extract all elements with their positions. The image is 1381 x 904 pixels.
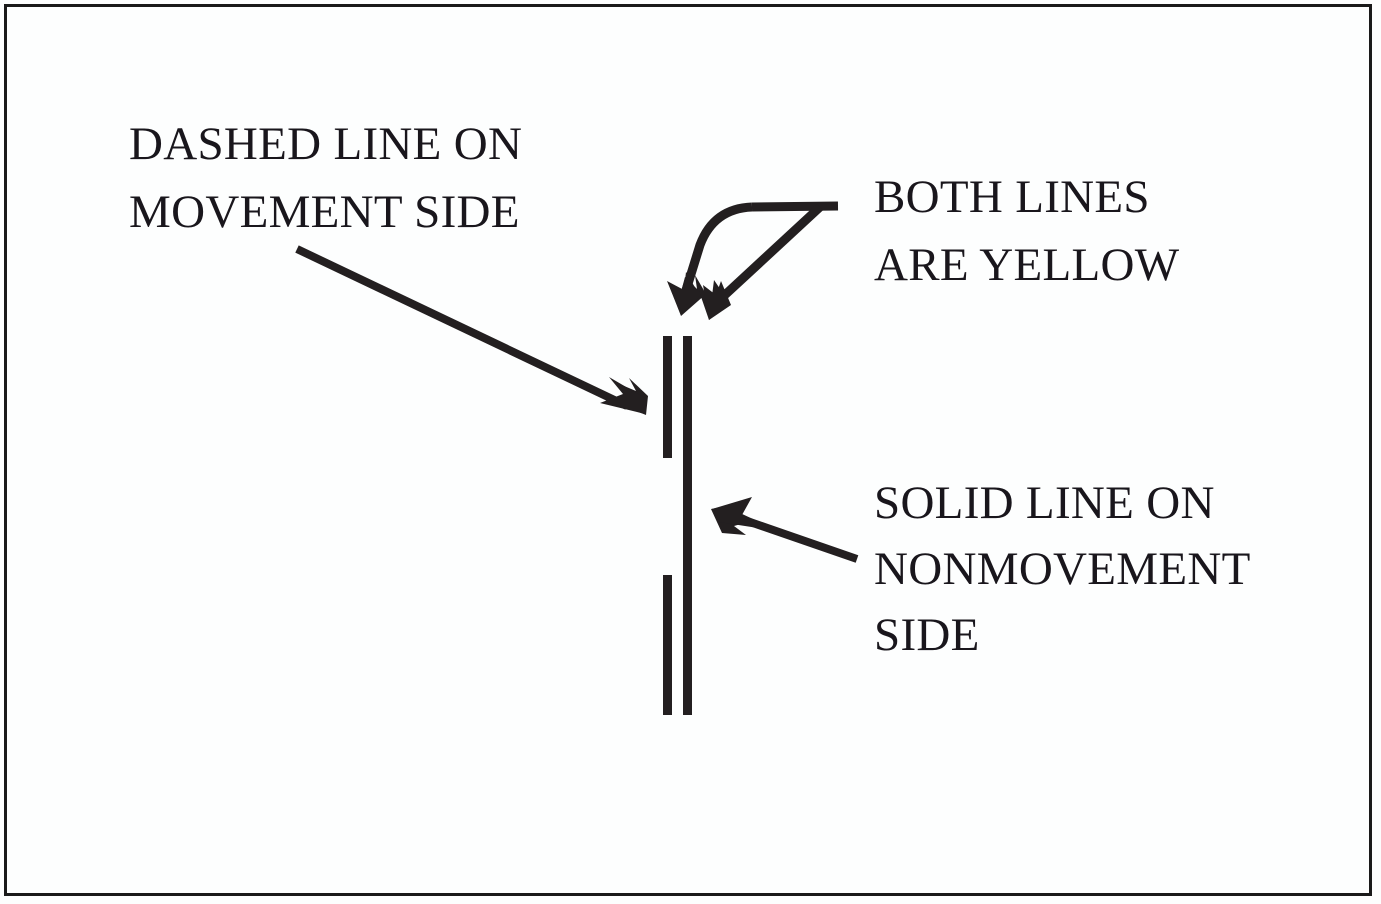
dashed-line-label: DASHED LINE ON MOVEMENT SIDE (129, 118, 523, 238)
dashed-line-callout-arrow (295, 245, 648, 415)
dashed-line-segment-bottom (663, 575, 672, 715)
solid-line (683, 336, 692, 715)
page-border-frame (4, 4, 1372, 896)
both-lines-yellow-label: BOTH LINES ARE YELLOW (874, 171, 1180, 291)
both-lines-yellow-callout-arrow (667, 201, 839, 320)
solid-line-label: SOLID LINE ON NONMOVEMENT SIDE (874, 477, 1251, 661)
solid-line-callout-arrow (711, 497, 859, 563)
dashed-line-segment-top (663, 336, 672, 458)
